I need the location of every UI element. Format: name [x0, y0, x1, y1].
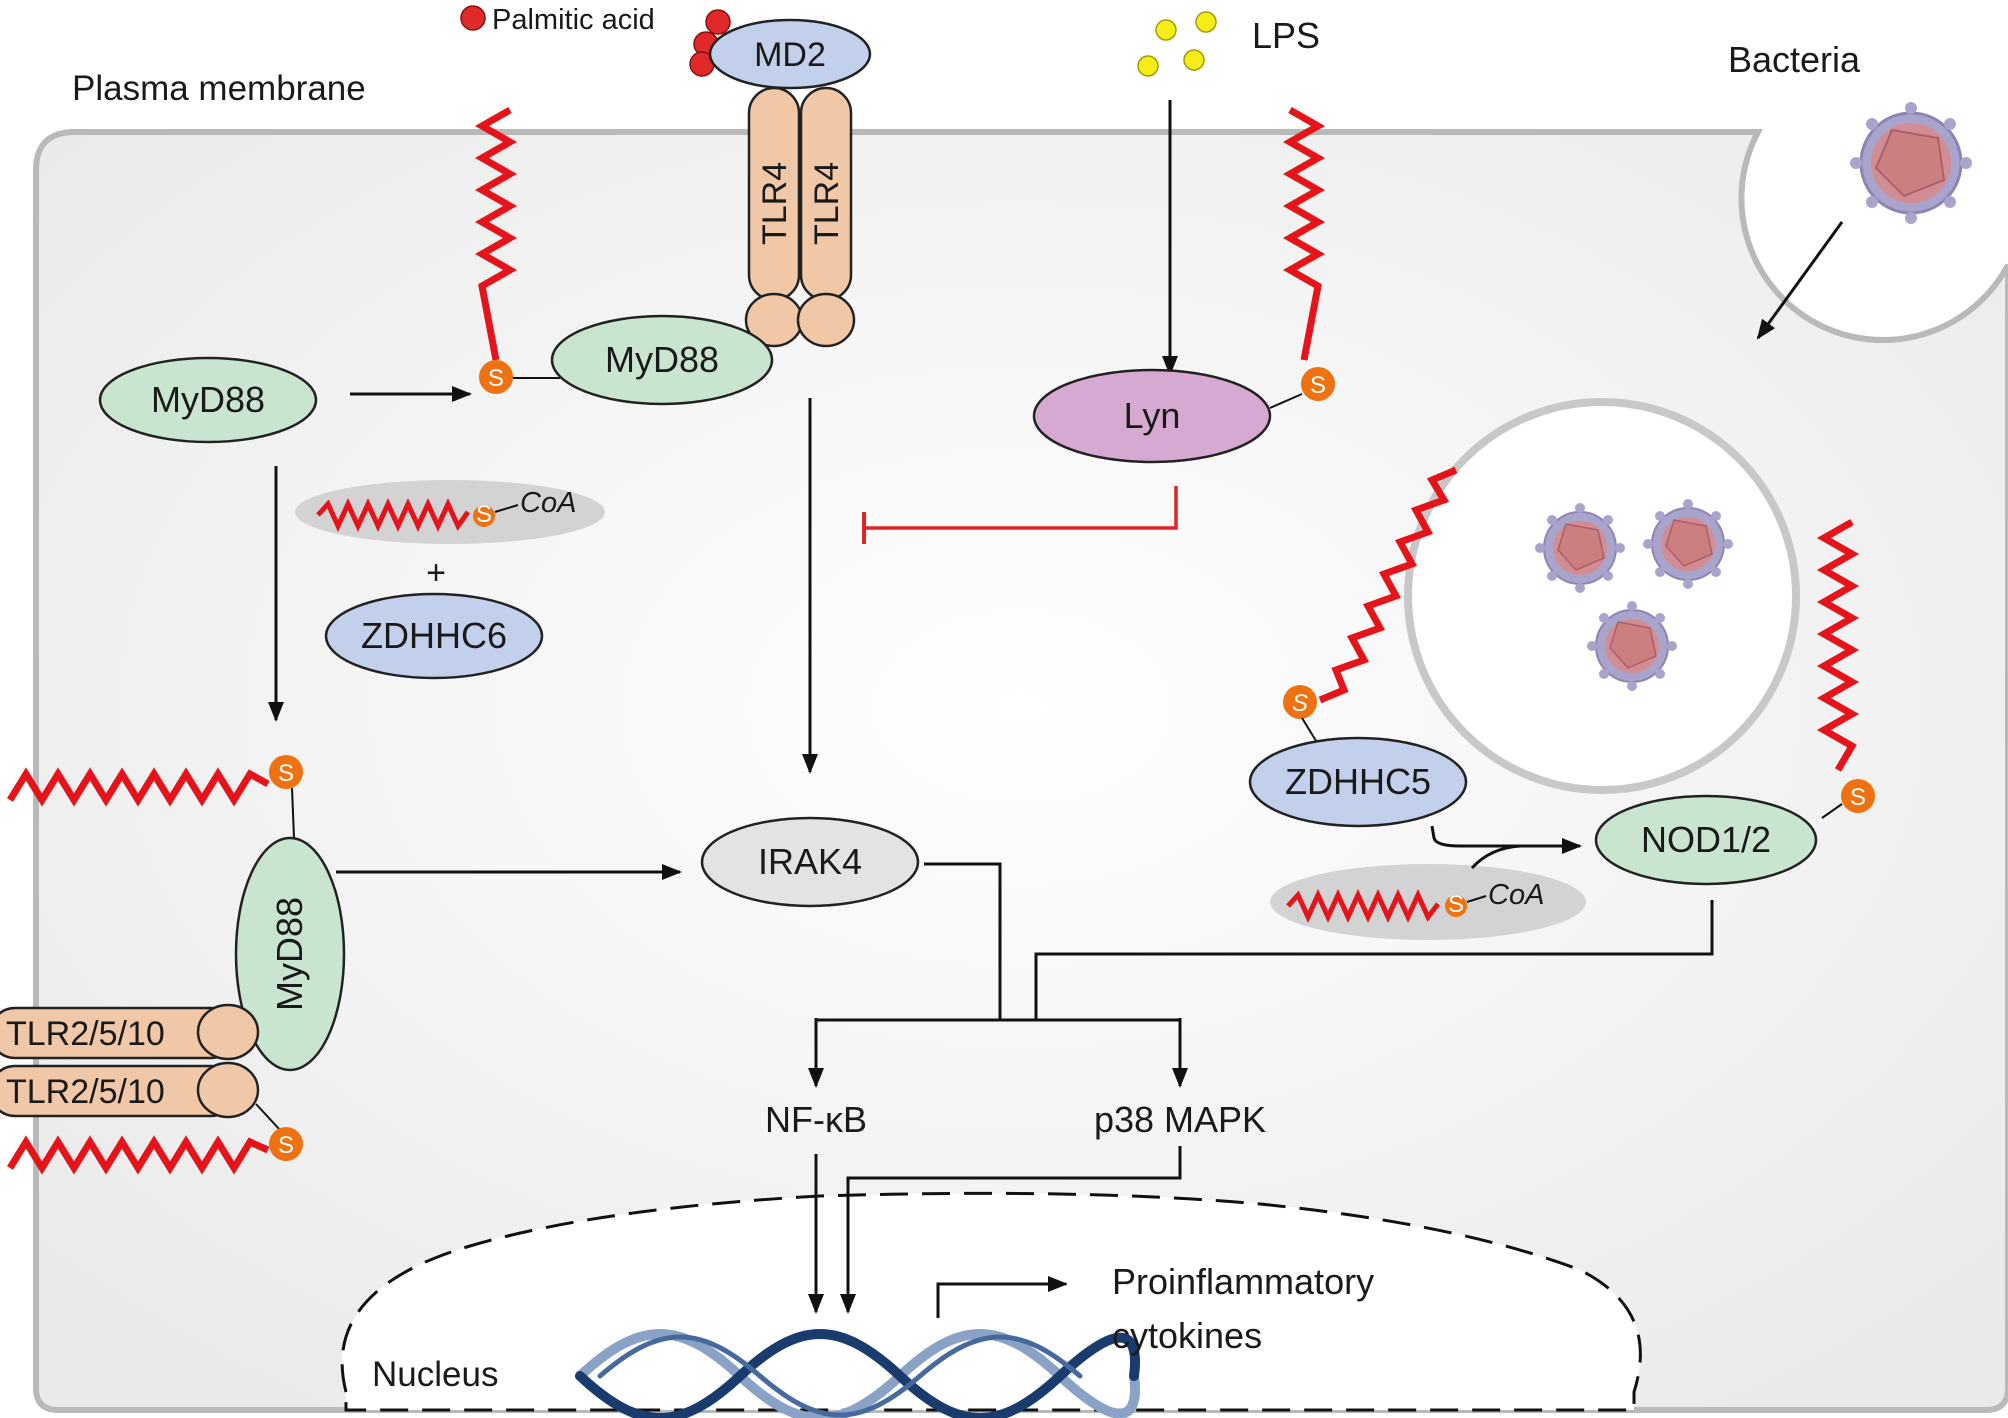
lyn-protein: [1032, 368, 1272, 464]
md2-protein: [708, 18, 872, 90]
nfkb-label: NF-κB: [765, 1099, 867, 1140]
nod12-label: NOD1/2: [1641, 819, 1771, 860]
palmitoyl-chain-lyn: [1282, 106, 1326, 361]
p38-label: p38 MAPK: [1094, 1099, 1266, 1140]
lyn-label: Lyn: [1124, 395, 1181, 436]
s-marker: S: [479, 360, 513, 394]
lps-label: LPS: [1252, 15, 1320, 56]
irak4-output-line: [924, 862, 1002, 1020]
arrow-p38-to-nucleus: [840, 1146, 1182, 1314]
palmitoyl-chain-nod: [1816, 518, 1860, 772]
zdhhc5-label: ZDHHC5: [1285, 761, 1431, 802]
arrow-bacteria-entry: [1756, 221, 1844, 340]
palmitoyl-coa-right-chain: [1286, 888, 1440, 924]
proinflammatory-label-line2: cytokines: [1112, 1315, 1262, 1356]
s-marker-lyn: S: [1301, 367, 1335, 401]
svg-text:S: S: [278, 1132, 294, 1159]
md2-label: MD2: [754, 36, 826, 74]
tlr2510-label-top: TLR2/5/10: [6, 1015, 165, 1053]
tlr4-label-left: TLR4: [756, 162, 794, 245]
zdhhc6-label: ZDHHC6: [361, 615, 507, 656]
nucleus-envelope: [340, 1191, 1642, 1412]
myd88-label-tlr4: MyD88: [605, 339, 719, 380]
phagosome-vesicle: [1404, 398, 1800, 794]
bacteria-in-vesicle: [1535, 499, 1733, 691]
s-marker-nod: S: [1841, 779, 1875, 813]
tlr4-dimer: [744, 86, 856, 348]
irak4-protein: [700, 816, 920, 908]
s-marker-myd88-left: S: [269, 755, 303, 789]
myd88-label-complex: MyD88: [269, 897, 310, 1011]
transcription-arrow: [936, 1276, 1068, 1318]
palmitoyl-chain-tlr-left: [7, 1135, 270, 1175]
lps-dots: [1137, 11, 1217, 77]
coa-label-left: CoA: [520, 487, 576, 519]
tlr2510-label-bottom: TLR2/5/10: [6, 1073, 165, 1111]
svg-text:S: S: [476, 501, 492, 528]
palmitoyl-chain-zdhhc5: [1318, 466, 1458, 704]
svg-text:S: S: [1310, 372, 1326, 399]
plus-sign: +: [426, 554, 446, 592]
irak4-label: IRAK4: [758, 841, 862, 882]
s-marker-zdhhc5: S: [1283, 685, 1317, 719]
palmitoyl-chain-tlr4: [474, 106, 518, 361]
s-marker-tlr-left: S: [269, 1127, 303, 1161]
svg-text:S: S: [488, 365, 504, 392]
plasma-membrane-label: Plasma membrane: [72, 69, 366, 108]
s-marker-coa-right: S: [1445, 891, 1467, 918]
lyn-inhibition-line: [864, 486, 1178, 530]
palmitoyl-coa-left-chain: [316, 497, 471, 533]
svg-text:S: S: [278, 760, 294, 787]
coa-label-right: CoA: [1488, 879, 1544, 911]
myd88-tlr4-bound: [550, 314, 774, 406]
tlr2510-receptors: [0, 1003, 260, 1119]
arrow-zdhhc5-to-nod: [1430, 825, 1582, 854]
s-marker-coa-left: S: [473, 501, 495, 528]
proinflammatory-label-line1: Proinflammatory: [1112, 1261, 1374, 1302]
palmitoyl-chain-myd88-left: [7, 767, 270, 807]
tlr4-label-right: TLR4: [808, 162, 846, 245]
palmitic-acid-label: Palmitic acid: [492, 4, 655, 36]
palmitoyl-coa-right-bg: [1270, 864, 1586, 940]
bacteria-label: Bacteria: [1728, 39, 1861, 80]
nod12-output-line: [1034, 900, 1714, 1020]
zdhhc6-protein: [324, 592, 544, 680]
myd88-complex: [234, 836, 346, 1072]
svg-text:S: S: [1850, 784, 1866, 811]
zdhhc5-protein: [1248, 736, 1468, 828]
myd88-free: [98, 356, 318, 444]
svg-text:S: S: [1448, 891, 1464, 918]
dna-helix: [575, 1329, 1140, 1418]
nucleus-label: Nucleus: [372, 1355, 498, 1394]
svg-text:S: S: [1292, 690, 1308, 717]
nod12-protein: [1594, 794, 1818, 886]
myd88-label-free: MyD88: [151, 379, 265, 420]
bacterium-outside: [1850, 102, 1972, 224]
